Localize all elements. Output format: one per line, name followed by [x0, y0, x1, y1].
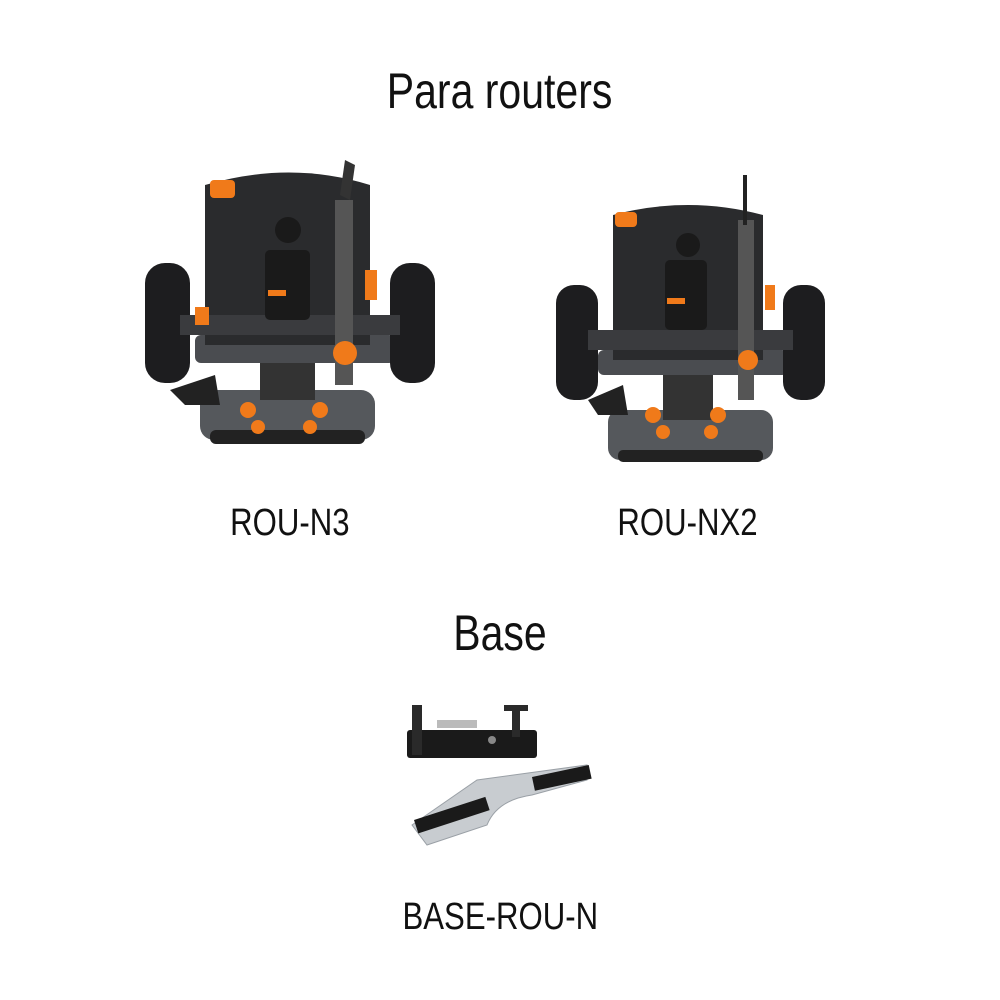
router-rou-nx2-image [556, 175, 825, 462]
product-label-rou-nx2: ROU-NX2 [617, 502, 759, 544]
section-title-routers: Para routers [387, 63, 613, 119]
base-rou-n-image [407, 705, 592, 846]
section-title-base: Base [453, 605, 547, 661]
product-label-base-rou-n: BASE-ROU-N [402, 896, 598, 938]
router-rou-n3-image [145, 160, 435, 444]
product-label-rou-n3: ROU-N3 [230, 502, 350, 544]
